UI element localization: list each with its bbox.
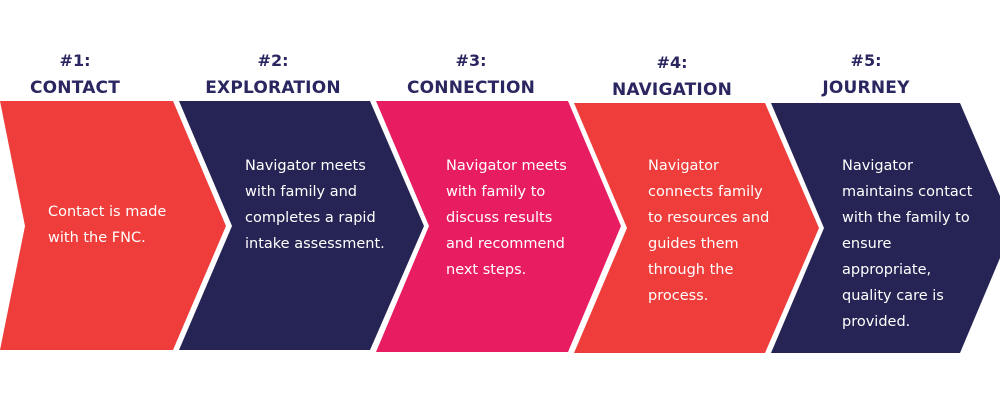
- step-4-line: to resources and: [648, 210, 769, 226]
- step-4-chevron: [574, 103, 819, 353]
- step-5-line: provided.: [842, 314, 910, 330]
- step-5-line: with the family to: [842, 210, 970, 226]
- step-5-line: Navigator: [842, 158, 913, 174]
- step-2-line: completes a rapid: [245, 210, 376, 226]
- step-4-title: NAVIGATION: [612, 80, 732, 100]
- step-1-line: Contact is made: [48, 204, 166, 220]
- step-3-line: next steps.: [446, 262, 526, 278]
- step-2-number: #2:: [258, 51, 289, 70]
- step-3-line: and recommend: [446, 236, 565, 252]
- step-4-line: Navigator: [648, 158, 719, 174]
- step-5-line: appropriate,: [842, 262, 931, 278]
- step-2-title: EXPLORATION: [205, 78, 341, 98]
- step-1-heading: #1: CONTACT: [30, 51, 120, 98]
- step-1-description: Contact is made with the FNC.: [48, 204, 171, 246]
- step-1-number: #1:: [60, 51, 91, 70]
- step-5-title: JOURNEY: [821, 78, 910, 98]
- step-2-line: intake assessment.: [245, 236, 385, 252]
- step-2-heading: #2: EXPLORATION: [205, 51, 341, 98]
- step-5-line: ensure: [842, 236, 891, 252]
- step-5-number: #5:: [851, 51, 882, 70]
- step-3-heading: #3: CONNECTION: [407, 51, 535, 98]
- step-4-line: guides them: [648, 236, 739, 252]
- step-1-line: with the FNC.: [48, 230, 146, 246]
- step-2-line: Navigator meets: [245, 158, 366, 174]
- step-5-heading: #5: JOURNEY: [821, 51, 910, 98]
- step-5-line: maintains contact: [842, 184, 973, 200]
- step-3-line: Navigator meets: [446, 158, 567, 174]
- step-4-line: through the: [648, 262, 733, 278]
- step-3-description: Navigator meets with family to discuss r…: [446, 158, 571, 278]
- step-3-line: with family to: [446, 184, 545, 200]
- step-3-number: #3:: [456, 51, 487, 70]
- step-3-title: CONNECTION: [407, 78, 535, 98]
- step-1-title: CONTACT: [30, 78, 120, 98]
- step-4-number: #4:: [657, 53, 688, 72]
- step-2-line: with family and: [245, 184, 357, 200]
- step-4-line: connects family: [648, 184, 763, 200]
- step-4-line: process.: [648, 288, 708, 304]
- step-4-heading: #4: NAVIGATION: [612, 53, 732, 100]
- step-4-description: Navigator connects family to resources a…: [648, 158, 774, 304]
- step-5-line: quality care is: [842, 288, 944, 304]
- step-1-chevron: [0, 101, 226, 350]
- step-5-description: Navigator maintains contact with the fam…: [842, 158, 977, 330]
- step-3-chevron: [376, 101, 621, 352]
- step-3-line: discuss results: [446, 210, 552, 226]
- step-5-chevron: [771, 103, 1000, 353]
- chevron-layer: [0, 101, 1000, 353]
- step-2-chevron: [179, 101, 424, 350]
- step-2-description: Navigator meets with family and complete…: [245, 158, 385, 252]
